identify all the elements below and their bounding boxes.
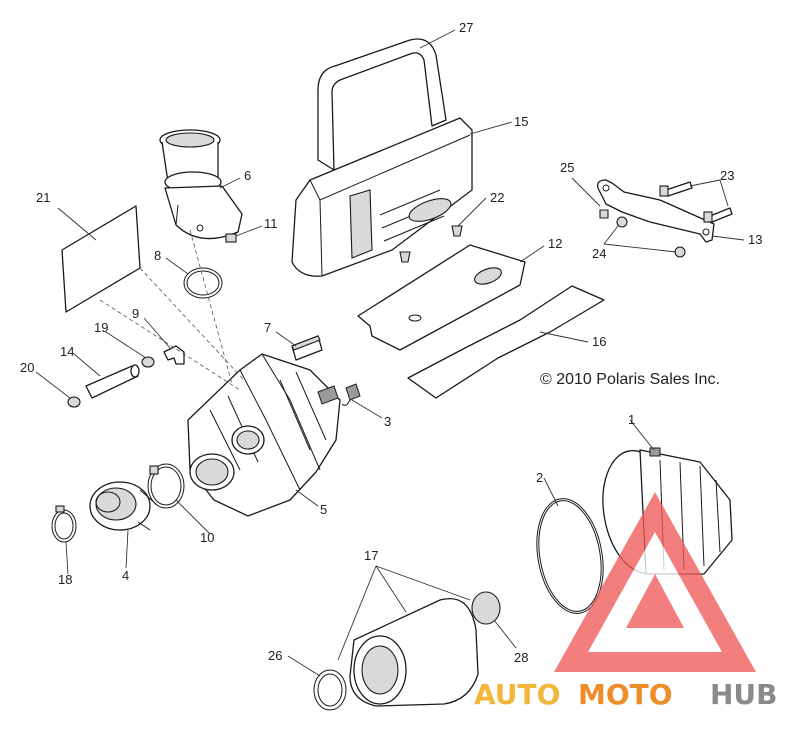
part-6-intake-tube [159,129,243,240]
copyright-text: © 2010 Polaris Sales Inc. [540,371,720,388]
callout-4: 4 [122,568,129,583]
part-8-ring [183,267,223,299]
part-27-handle [317,38,447,171]
callout-1: 1 [628,412,635,427]
part-22-pins [399,225,463,263]
watermark-logo [554,492,756,672]
callout-labels: 27 15 6 22 21 11 12 8 25 23 13 24 7 9 19… [20,20,762,665]
part-18-clamp [51,505,77,543]
watermark-text-auto: AUTO [474,678,560,711]
callout-26: 26 [268,648,282,663]
part-21-label [61,205,141,313]
callout-2: 2 [536,470,543,485]
callout-8: 8 [154,248,161,263]
callout-25: 25 [560,160,574,175]
watermark-wordmark: AUTO MOTO HUB [474,678,778,711]
watermark-text-hub: HUB [710,678,778,711]
part-3-sensor [341,383,361,406]
callout-3: 3 [384,414,391,429]
part-28-cap [471,591,501,625]
callout-23: 23 [720,168,734,183]
callout-22: 22 [490,190,504,205]
part-12-seal [357,244,526,351]
callout-12: 12 [548,236,562,251]
part-13-bracket [597,179,715,243]
part-20-clamp [67,396,81,408]
part-25-screw [599,209,609,219]
part-4-coupler [89,481,157,531]
part-14-hose [85,364,140,399]
watermark-text-moto: MOTO [578,678,673,711]
part-23-bolts [659,181,733,223]
part-19-clamp [141,356,155,368]
callout-21: 21 [36,190,50,205]
callout-19: 19 [94,320,108,335]
part-7-block [291,335,323,361]
callout-10: 10 [200,530,214,545]
part-5-airbox-housing [187,353,341,517]
assembly-dash-lines [99,229,245,391]
part-11-screw [225,233,237,243]
leader-lines [35,29,745,677]
watermark-triangle-core [626,574,684,628]
callout-5: 5 [320,502,327,517]
callout-18: 18 [58,572,72,587]
callout-20: 20 [20,360,34,375]
callout-17: 17 [364,548,378,563]
part-17-filter [349,598,479,707]
callout-6: 6 [244,168,251,183]
part-10-clamp [147,463,185,509]
callout-13: 13 [748,232,762,247]
callout-7: 7 [264,320,271,335]
part-16-strip [407,285,605,399]
part-2-oring [536,498,604,614]
callout-28: 28 [514,650,528,665]
callout-9: 9 [132,306,139,321]
part-15-cover [291,117,473,277]
callout-14: 14 [60,344,74,359]
part-26-ring [313,669,347,711]
callout-24: 24 [592,246,606,261]
callout-16: 16 [592,334,606,349]
part-9-elbow [163,345,185,365]
callout-11: 11 [264,216,278,231]
callout-15: 15 [514,114,528,129]
callout-27: 27 [459,20,473,35]
